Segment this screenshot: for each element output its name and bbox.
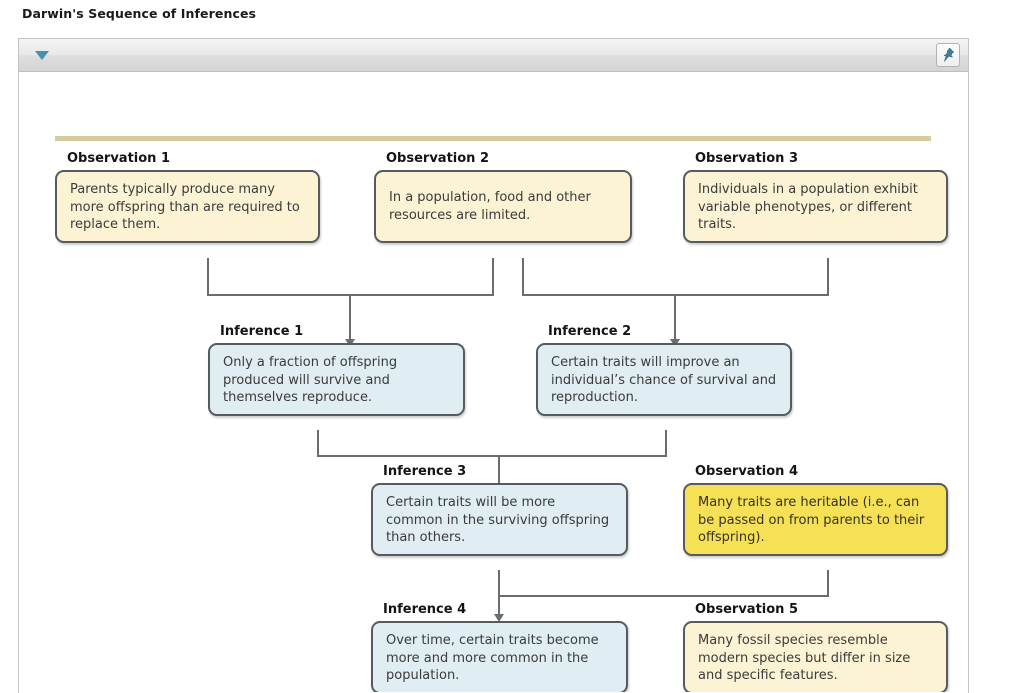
page-title: Darwin's Sequence of Inferences bbox=[22, 6, 257, 21]
darwin-inference-flowchart: Observation 1 Parents typically produce … bbox=[19, 72, 968, 692]
connector-inf3-down bbox=[498, 570, 500, 616]
arrow-into-inference-4 bbox=[494, 614, 504, 622]
node-text: In a population, food and other resource… bbox=[374, 170, 632, 243]
node-text: Individuals in a population exhibit vari… bbox=[683, 170, 948, 243]
connector-into-inference-3 bbox=[498, 455, 500, 490]
connector-bus-inference-3 bbox=[317, 455, 667, 457]
connector-into-inference-1 bbox=[349, 294, 351, 341]
connector-obs4-down bbox=[827, 570, 829, 597]
connector-into-inference-2 bbox=[674, 294, 676, 341]
connector-obs2-down-right bbox=[522, 258, 524, 296]
content-panel: Observation 1 Parents typically produce … bbox=[18, 38, 969, 693]
connector-inf2-down bbox=[665, 430, 667, 457]
section-divider-rule bbox=[55, 136, 931, 141]
node-text: Many fossil species resemble modern spec… bbox=[683, 621, 948, 692]
node-text: Certain traits will improve an individua… bbox=[536, 343, 792, 416]
connector-inf1-down bbox=[317, 430, 319, 457]
node-label: Inference 3 bbox=[383, 464, 467, 479]
pushpin-icon[interactable] bbox=[936, 43, 960, 67]
connector-bus-inference-4 bbox=[498, 595, 829, 597]
node-text: Over time, certain traits become more an… bbox=[371, 621, 628, 692]
node-label: Inference 4 bbox=[383, 602, 467, 617]
node-label: Observation 2 bbox=[386, 151, 489, 166]
node-text: Parents typically produce many more offs… bbox=[55, 170, 320, 243]
connector-obs1-down bbox=[207, 258, 209, 296]
node-label: Inference 2 bbox=[548, 324, 632, 339]
panel-header bbox=[19, 39, 968, 72]
node-label: Inference 1 bbox=[220, 324, 304, 339]
node-text: Many traits are heritable (i.e., can be … bbox=[683, 483, 948, 556]
node-text: Certain traits will be more common in th… bbox=[371, 483, 628, 556]
node-label: Observation 5 bbox=[695, 602, 798, 617]
node-text: Only a fraction of offspring produced wi… bbox=[208, 343, 465, 416]
node-label: Observation 3 bbox=[695, 151, 798, 166]
triangle-down-icon[interactable] bbox=[35, 51, 49, 60]
node-label: Observation 4 bbox=[695, 464, 798, 479]
node-label: Observation 1 bbox=[67, 151, 170, 166]
connector-obs2-down-left bbox=[492, 258, 494, 296]
connector-obs3-down bbox=[827, 258, 829, 296]
